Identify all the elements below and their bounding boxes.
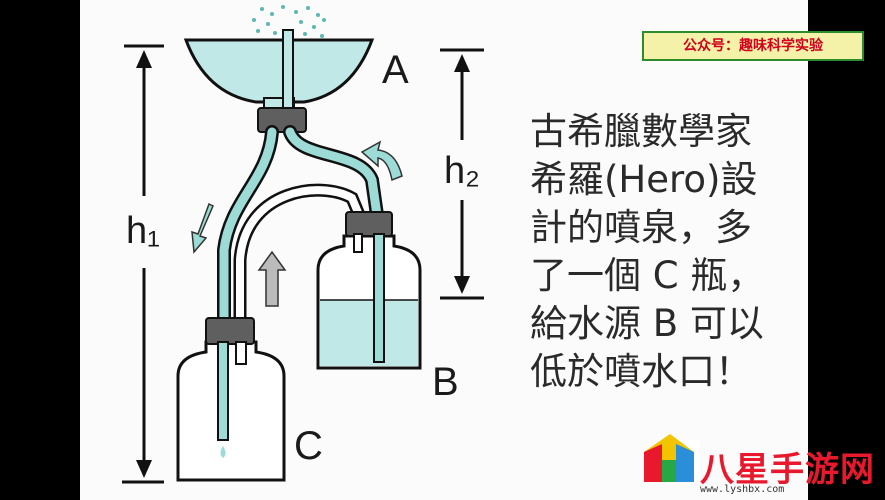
drop [220, 446, 226, 458]
caption-text: 古希臘數學家 希羅(Hero)設 計的噴泉，多 了一個 C 瓶， 給水源 B 可… [530, 108, 800, 396]
jet-tube [282, 29, 294, 111]
fountain-spray-icon [252, 5, 326, 38]
caption-line: 計的噴泉，多 [530, 206, 752, 249]
caption-line: 希羅(Hero)設 [530, 158, 758, 201]
tube-b-inner [373, 233, 385, 363]
label-c: C [294, 424, 323, 468]
label-a: A [382, 48, 409, 92]
watermark-url: www.lyshbx.com [700, 484, 785, 495]
stopper-b [345, 211, 393, 237]
caption-line: 古希臘數學家 [530, 110, 752, 153]
logo-icon [644, 434, 700, 482]
caption-line: 了一個 C 瓶， [530, 254, 765, 297]
stopper-c [205, 317, 255, 345]
bottle-c [176, 340, 286, 482]
stopper-a [257, 107, 307, 133]
arrow-up-icon [257, 250, 287, 307]
watermark-title: 八星手游网 [700, 450, 875, 490]
caption-line: 低於噴水口！ [530, 350, 752, 393]
arrow-down-icon [191, 202, 214, 254]
h1-dimension [122, 44, 164, 484]
tube-c-inner [217, 341, 229, 441]
h2-dimension [440, 48, 484, 300]
curved-arrow-icon [360, 140, 403, 182]
label-b: B [432, 360, 459, 404]
label-h1: h₁ [126, 210, 160, 252]
basin-a [183, 38, 375, 104]
wechat-badge: 公众号：趣味科学实验 [642, 31, 864, 61]
caption-line: 給水源 B 可以 [530, 302, 764, 345]
label-h2: h₂ [444, 150, 480, 192]
